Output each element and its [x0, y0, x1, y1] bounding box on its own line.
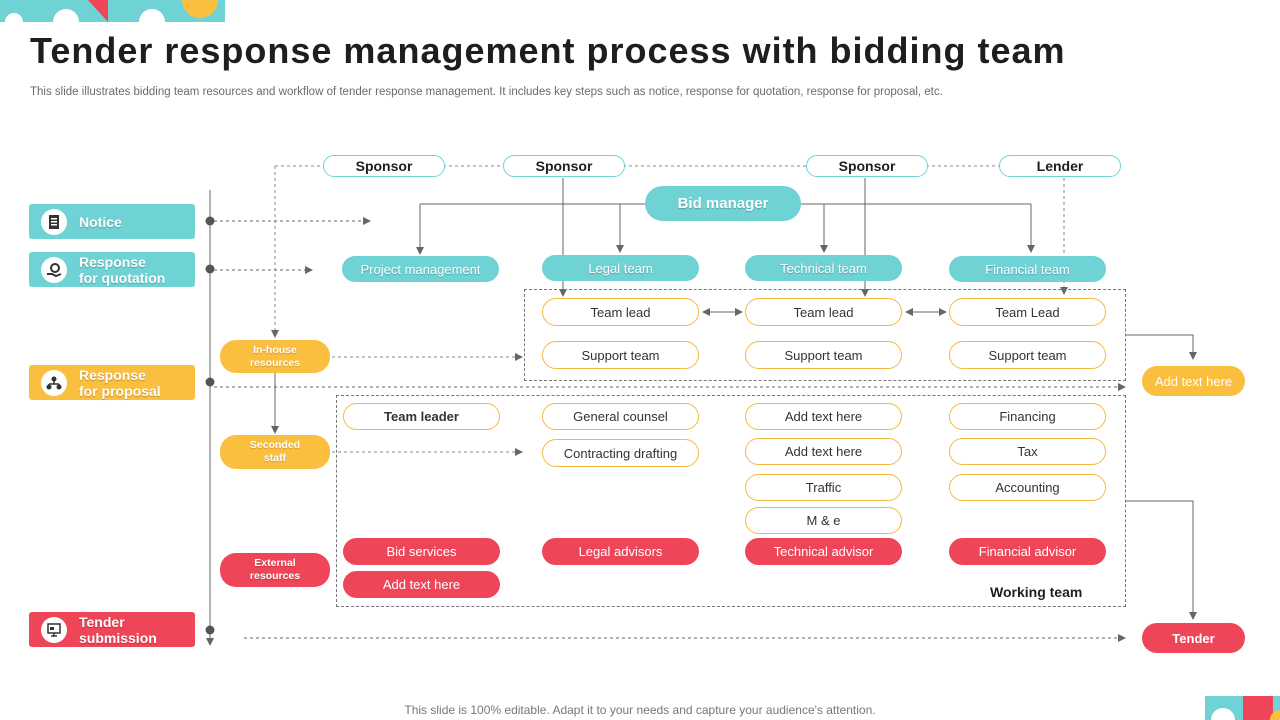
traffic: Traffic [745, 474, 902, 501]
presentation-icon [41, 616, 67, 643]
stage-label-line1: Response [79, 253, 146, 270]
decorative-corner-top [0, 0, 225, 22]
team-lead-technical: Team lead [745, 298, 902, 326]
legal-advisors: Legal advisors [542, 538, 699, 565]
page-subtitle: This slide illustrates bidding team reso… [30, 86, 943, 98]
technical-advisor: Technical advisor [745, 538, 902, 565]
team-project-management: Project management [342, 256, 499, 282]
financing: Financing [949, 403, 1106, 430]
support-team-legal: Support team [542, 341, 699, 369]
stage-label-line2: for quotation [79, 269, 166, 286]
stage-label-line1: Tender [79, 613, 125, 630]
bid-services: Bid services [343, 538, 500, 565]
m-and-e: M & e [745, 507, 902, 534]
team-lead-financial: Team Lead [949, 298, 1106, 326]
support-team-technical: Support team [745, 341, 902, 369]
side-label-line1: External [254, 557, 296, 569]
side-label-line2: resources [249, 570, 301, 582]
external-extra: Add text here [343, 571, 500, 598]
sponsor-oval-3: Sponsor [806, 155, 928, 177]
network-icon [41, 369, 67, 396]
bid-manager: Bid manager [645, 186, 801, 221]
stage-label-line2: for proposal [79, 382, 161, 399]
team-technical: Technical team [745, 255, 902, 281]
financial-advisor: Financial advisor [949, 538, 1106, 565]
side-label-line2: resources [249, 356, 301, 369]
page-title: Tender response management process with … [30, 30, 1066, 71]
stage-label-line1: Response [79, 366, 146, 383]
working-team-label: Working team [990, 584, 1083, 600]
document-icon [41, 208, 67, 235]
stage-label-line2: submission [79, 629, 157, 646]
stage-notice: Notice [29, 204, 195, 239]
side-label-line1: Seconded [249, 439, 301, 451]
team-financial: Financial team [949, 256, 1106, 282]
lender-oval: Lender [999, 155, 1121, 177]
general-counsel: General counsel [542, 403, 699, 430]
gear-hand-icon [41, 256, 67, 283]
tax: Tax [949, 438, 1106, 465]
contracting-drafting: Contracting drafting [542, 439, 699, 467]
inhouse-box [524, 289, 1126, 381]
team-legal: Legal team [542, 255, 699, 281]
technical-item-2: Add text here [745, 438, 902, 465]
accounting: Accounting [949, 474, 1106, 501]
working-team-box [336, 395, 1126, 607]
decorative-corner-bottom [1205, 696, 1280, 720]
team-lead-legal: Team lead [542, 298, 699, 326]
page-footer: This slide is 100% editable. Adapt it to… [404, 703, 876, 717]
tender-badge: Tender [1142, 623, 1245, 653]
side-label-line2: staff [263, 452, 287, 464]
right-add-text: Add text here [1142, 366, 1245, 396]
technical-item-1: Add text here [745, 403, 902, 430]
team-leader: Team leader [343, 403, 500, 430]
side-label-line1: In-house [253, 343, 297, 356]
support-team-financial: Support team [949, 341, 1106, 369]
sponsor-oval-1: Sponsor [323, 155, 445, 177]
sponsor-oval-2: Sponsor [503, 155, 625, 177]
stage-label: Notice [79, 213, 122, 230]
